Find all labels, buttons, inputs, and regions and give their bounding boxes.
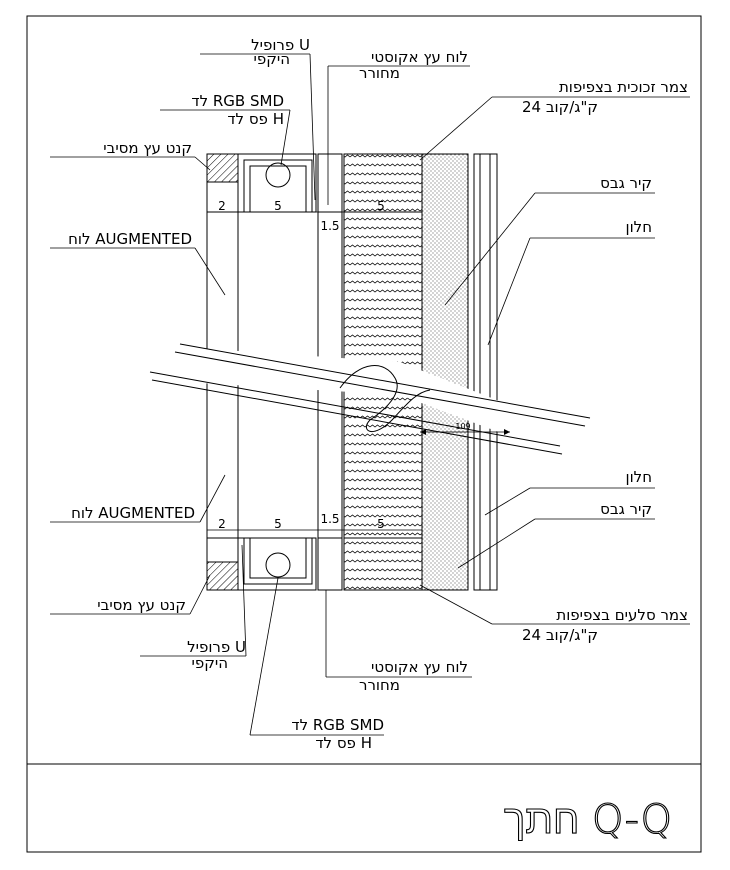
label-window-bottom: חלון — [626, 468, 653, 486]
solid-wood-edge-top — [206, 153, 239, 183]
label-acoustic-bottom-1: לוח עץ אקוסטי — [371, 658, 468, 676]
label-u-profile-top-1: פרופיל U — [251, 36, 310, 54]
label-gypsum-bottom: קיר גבס — [600, 500, 652, 518]
dim-top-d: 5 — [377, 199, 385, 213]
label-led-bottom-1: לד RGB SMD — [291, 716, 384, 734]
label-solid-wood-bottom: קנט עץ מסיבי — [97, 596, 186, 614]
dim-bottom-b: 5 — [274, 517, 282, 531]
section-title: חתך Q-Q — [504, 797, 672, 843]
u-profile-bottom — [237, 537, 317, 591]
label-led-top-1: לד RGB SMD — [191, 92, 284, 110]
label-acoustic-bottom-2: מחורר — [359, 676, 400, 694]
label-rock-wool-1: צמר סלעים בצפיפות — [556, 606, 688, 624]
dim-bottom-c: 1.5 — [320, 512, 339, 526]
label-window-top: חלון — [626, 218, 653, 236]
solid-wood-edge-bottom — [206, 561, 239, 591]
label-u-profile-bottom-2: היקפי — [191, 654, 228, 672]
dim-top-c: 1.5 — [320, 219, 339, 233]
outer-frame — [26, 15, 702, 853]
dim-bottom-d: 5 — [377, 517, 385, 531]
labels: פרופיל U היקפי לוח עץ אקוסטי מחורר צמר ז… — [50, 36, 690, 752]
led-strip-top — [265, 162, 291, 188]
rock-wool-bottom — [343, 537, 423, 591]
label-led-bottom-2: פס לד H — [315, 734, 372, 752]
acoustic-board-top — [317, 153, 343, 213]
label-acoustic-top-2: מחורר — [359, 64, 400, 82]
dim-gap: 109 — [455, 422, 470, 431]
dim-top-a: 2 — [218, 199, 226, 213]
break-band: 109 — [149, 343, 591, 455]
label-glass-wool-2: 24 ק"ג/קוב — [522, 98, 598, 116]
dim-bottom-a: 2 — [218, 517, 226, 531]
label-gypsum-top: קיר גבס — [600, 174, 652, 192]
window-outer — [473, 153, 498, 591]
label-augmented-top: לוח AUGMENTED — [68, 230, 192, 248]
gypsum-wall — [421, 153, 469, 591]
label-glass-wool-1: צמר זכוכית בצפיפות — [559, 78, 688, 96]
label-solid-wood-top: קנט עץ מסיבי — [103, 139, 192, 157]
label-u-profile-bottom-1: פרופיל U — [187, 638, 246, 656]
label-u-profile-top-2: היקפי — [253, 50, 290, 68]
dim-top-b: 5 — [274, 199, 282, 213]
label-rock-wool-2: 24 ק"ג/קוב — [522, 626, 598, 644]
label-led-top-2: פס לד H — [227, 110, 284, 128]
led-strip-bottom — [265, 552, 291, 578]
label-acoustic-top-1: לוח עץ אקוסטי — [371, 48, 468, 66]
acoustic-board-bottom — [317, 537, 343, 591]
label-augmented-bottom: לוח AUGMENTED — [71, 504, 195, 522]
top-assembly: 2 5 1.5 5 — [206, 153, 423, 233]
bottom-assembly: 2 5 1.5 5 — [206, 512, 423, 591]
augmented-board-bottom — [206, 537, 239, 563]
